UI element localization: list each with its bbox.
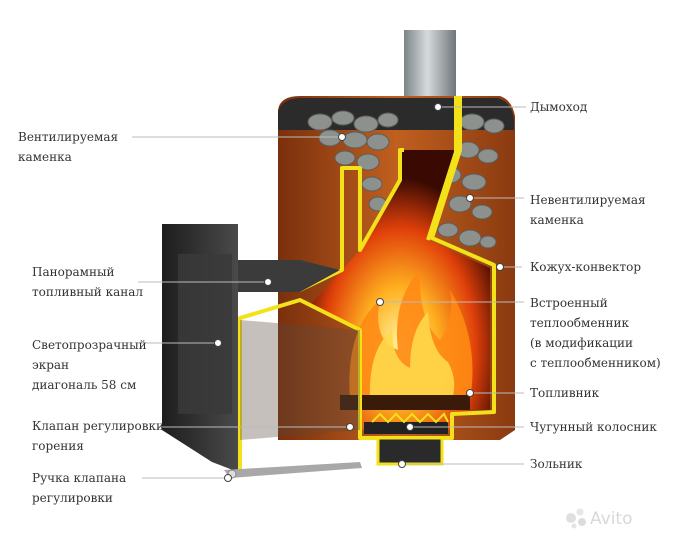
label-line: с теплообменником) bbox=[530, 356, 661, 370]
internal-outline bbox=[230, 96, 496, 472]
label-line: Кожух-конвектор bbox=[530, 260, 642, 274]
label-line: горения bbox=[32, 439, 84, 453]
label-line: Панорамный bbox=[32, 265, 115, 279]
label-line: каменка bbox=[530, 213, 584, 227]
label-convector-casing: Кожух-конвектор bbox=[530, 257, 641, 277]
label-line: каменка bbox=[18, 150, 72, 164]
label-ash-pan: Зольник bbox=[530, 454, 582, 474]
label-line: Невентилируемая bbox=[530, 193, 646, 207]
label-chimney: Дымоход bbox=[530, 97, 587, 117]
leaders-left bbox=[132, 136, 350, 479]
label-non-ventilated-kamenka: Невентилируемая каменка bbox=[530, 190, 646, 230]
label-line: Вентилируемая bbox=[18, 130, 119, 144]
label-line: Клапан регулировки bbox=[32, 419, 164, 433]
label-combustion-valve: Клапан регулировки горения bbox=[32, 416, 164, 456]
stones-right bbox=[437, 113, 505, 249]
label-line: теплообменник bbox=[530, 316, 629, 330]
label-transparent-screen: Светопрозрачный экран диагональ 58 см bbox=[32, 335, 147, 395]
leader-dots-right bbox=[376, 103, 504, 468]
valve-handle-shape bbox=[224, 462, 362, 478]
flames bbox=[340, 270, 473, 410]
label-line: регулировки bbox=[32, 491, 113, 505]
label-line: Ручка клапана bbox=[32, 471, 127, 485]
label-line: (в модификации bbox=[530, 336, 633, 350]
label-firebox: Топливник bbox=[530, 383, 599, 403]
watermark-text: Avito bbox=[590, 509, 632, 529]
grate bbox=[364, 412, 449, 434]
label-line: Топливник bbox=[530, 386, 600, 400]
label-cast-iron-grate: Чугунный колосник bbox=[530, 417, 657, 437]
ash-pan-shape bbox=[376, 436, 444, 466]
label-line: диагональ 58 см bbox=[32, 378, 137, 392]
label-line: Чугунный колосник bbox=[530, 420, 657, 434]
label-line: Зольник bbox=[530, 457, 583, 471]
label-valve-handle: Ручка клапана регулировки bbox=[32, 468, 126, 508]
avito-watermark: Avito bbox=[563, 504, 663, 530]
avito-logo-icon: Avito bbox=[566, 508, 632, 529]
label-line: Встроенный bbox=[530, 296, 608, 310]
outline-chimney bbox=[426, 96, 458, 241]
label-line: Светопрозрачный bbox=[32, 338, 147, 352]
label-panoramic-fuel-channel: Панорамный топливный канал bbox=[32, 262, 143, 302]
label-line: Дымоход bbox=[530, 100, 588, 114]
label-line: экран bbox=[32, 358, 70, 372]
label-heat-exchanger: Встроенный теплообменник (в модификации … bbox=[530, 293, 661, 373]
label-line: топливный канал bbox=[32, 285, 144, 299]
glass-reflection bbox=[240, 320, 360, 440]
glass-screen bbox=[178, 254, 232, 414]
leader-dots-left bbox=[214, 133, 354, 482]
label-ventilated-kamenka: Вентилируемая каменка bbox=[18, 127, 118, 167]
leaders-right bbox=[380, 106, 526, 465]
